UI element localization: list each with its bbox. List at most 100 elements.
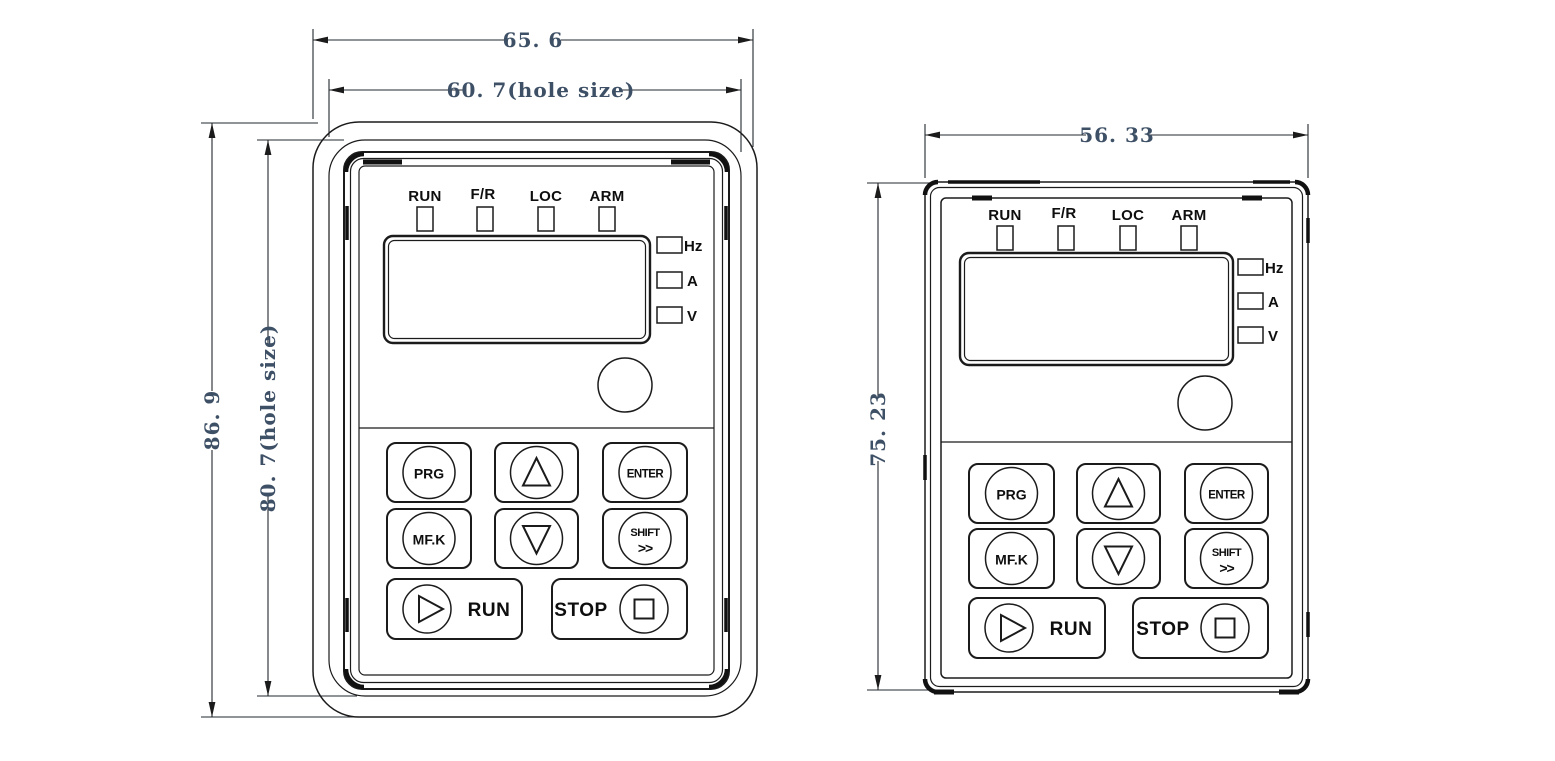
button-run: RUN: [386, 578, 523, 640]
button-outline: [386, 442, 472, 503]
led-indicator-arm: [1180, 225, 1198, 251]
button-label: RUN: [1050, 619, 1093, 640]
unit-label-hz: Hz: [684, 238, 702, 255]
button-outline: [1132, 597, 1269, 659]
arrowhead: [208, 123, 216, 138]
corner-hatch: [708, 151, 730, 173]
button-circle: [984, 603, 1034, 653]
arrowhead: [874, 675, 882, 690]
button-shift: SHIFT >>: [1184, 528, 1269, 589]
button-label: MF.K: [995, 552, 1028, 568]
dimension-label: 60. 7(hole size): [447, 78, 636, 102]
button-outline: [386, 578, 523, 640]
display-screen-inner: [963, 256, 1230, 362]
button-circle: [1199, 466, 1254, 521]
shift-arrows-label: >>: [1219, 560, 1234, 576]
unit-indicator-hz: [656, 236, 683, 254]
down-arrow-icon: [1103, 545, 1134, 577]
dimension-label: 65. 6: [503, 28, 564, 52]
dim-left-outer-height: 86. 9: [200, 122, 357, 718]
button-outline: [968, 597, 1106, 659]
arrowhead: [874, 183, 882, 198]
unit-label-a: A: [1268, 294, 1279, 311]
up-arrow-icon: [521, 455, 552, 487]
unit-label-a: A: [687, 273, 698, 290]
dim-left-outer-width: 65. 6: [312, 28, 754, 147]
keypad-mounting-hole-outline: [328, 139, 742, 697]
dim-left-hole-height: 80. 7(hole size): [256, 139, 357, 697]
led-indicator-loc: [1119, 225, 1137, 251]
dimension-label: 80. 7(hole size): [256, 324, 280, 513]
button-prg: PRG: [386, 442, 472, 503]
button-label: RUN: [468, 600, 511, 621]
round-knob: [597, 357, 653, 413]
unit-indicator-column: Hz A V: [656, 236, 702, 325]
button-outline: [602, 508, 688, 569]
button-label: SHIFT: [630, 527, 660, 539]
faceplate-outer-border: [343, 151, 730, 690]
play-icon: [418, 594, 446, 624]
right-keypad-drawing: 56. 33 75. 23 RUN: [866, 123, 1311, 695]
button-circle: [1091, 531, 1146, 586]
display-screen: [382, 234, 652, 345]
button-enter: ENTER: [602, 442, 688, 503]
button-enter: ENTER: [1184, 463, 1269, 524]
led-label-arm: ARM: [589, 188, 624, 205]
arrowhead: [208, 702, 216, 717]
button-grid: PRG ENTER MF.K: [968, 463, 1269, 659]
button-prg: PRG: [968, 463, 1055, 524]
round-knob: [1177, 375, 1233, 431]
button-outline: [602, 442, 688, 503]
arrowhead: [313, 36, 328, 44]
arrowhead: [1293, 131, 1308, 139]
unit-indicator-v: [656, 306, 683, 324]
keypad-outer-body: [924, 181, 1309, 693]
button-outline: [386, 508, 472, 569]
status-led-row: RUN F/R LOC ARM: [988, 205, 1206, 251]
corner-hatch: [708, 668, 730, 690]
unit-indicator-column: Hz A V: [1237, 258, 1283, 345]
button-outline: [494, 442, 579, 503]
button-mfk: MF.K: [386, 508, 472, 569]
button-up: [494, 442, 579, 503]
corner-hatch: [343, 668, 365, 690]
dim-left-hole-width: 60. 7(hole size): [328, 78, 742, 152]
button-outline: [968, 463, 1055, 524]
led-indicator-run: [996, 225, 1014, 251]
led-indicator-fr: [1057, 225, 1075, 251]
arrowhead: [264, 140, 272, 155]
button-circle: [618, 445, 672, 500]
unit-label-hz: Hz: [1265, 260, 1283, 277]
button-grid: PRG ENTER MF.K: [386, 442, 688, 640]
dimension-label: 56. 33: [1079, 123, 1155, 147]
button-label: STOP: [1136, 619, 1189, 640]
button-down: [494, 508, 579, 569]
stop-square-icon: [633, 598, 655, 620]
button-circle: [402, 445, 456, 500]
stop-square-icon: [1214, 617, 1236, 639]
led-label-fr: F/R: [470, 186, 495, 203]
corner-hatch: [343, 151, 365, 173]
button-label: STOP: [554, 600, 607, 621]
led-label-loc: LOC: [1112, 207, 1145, 224]
button-stop: STOP: [1132, 597, 1269, 659]
button-down: [1076, 528, 1161, 589]
button-circle: [618, 511, 672, 566]
led-label-run: RUN: [988, 207, 1021, 224]
button-circle: [509, 511, 564, 566]
dim-right-height: 75. 23: [866, 182, 952, 691]
button-stop: STOP: [551, 578, 688, 640]
button-circle: [509, 445, 564, 500]
unit-indicator-a: [656, 271, 683, 289]
led-indicator-run: [416, 206, 434, 232]
arrowhead: [726, 86, 741, 94]
button-outline: [1184, 528, 1269, 589]
button-outline: [968, 528, 1055, 589]
button-run: RUN: [968, 597, 1106, 659]
button-circle: [984, 466, 1039, 521]
led-label-arm: ARM: [1171, 207, 1206, 224]
led-indicator-loc: [537, 206, 555, 232]
button-label: MF.K: [413, 532, 446, 548]
